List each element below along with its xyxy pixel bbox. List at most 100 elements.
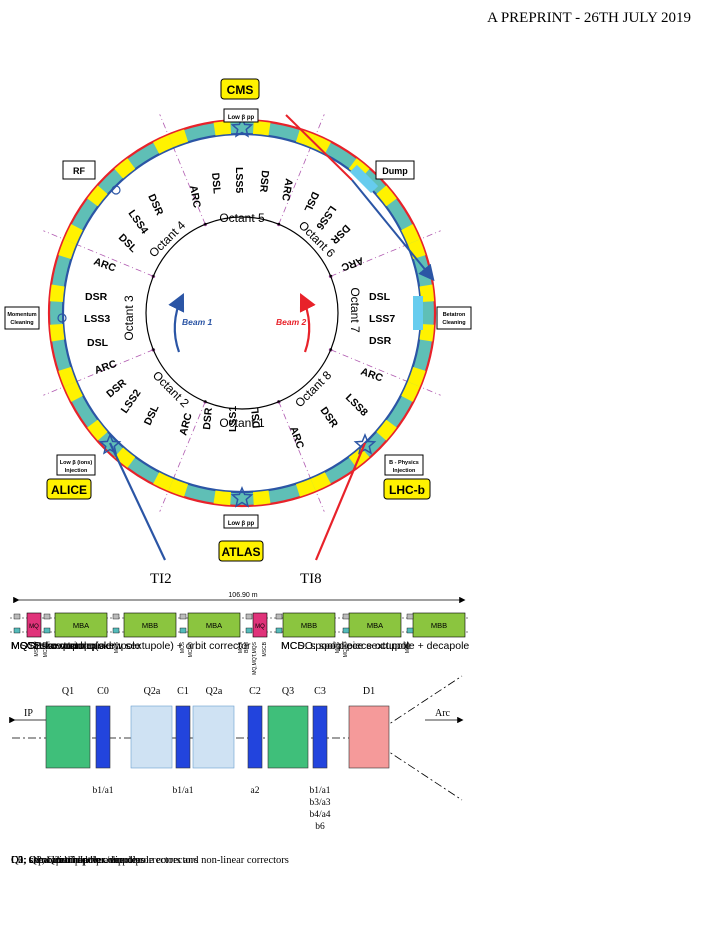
section-dsr: DSR [369,335,392,347]
section-dsl: DSL [116,232,140,256]
momentum-label-2: Cleaning [10,320,33,326]
cell-length: 106.90 m [228,592,257,599]
corrector-block [13,613,21,620]
dipole-magnet [348,612,402,638]
dipole-segment [401,224,420,245]
arc-label: Arc [435,708,451,719]
section-dsr: DSR [201,407,215,431]
cms-label: CMS [227,83,254,97]
triplet-label: C0 [97,686,109,697]
section-dsr: DSR [318,405,341,430]
dipole-segment [64,224,83,245]
dipole-segment [419,323,435,342]
dipole-segment [114,158,136,179]
dipole-segment [213,490,232,506]
legend-line: C3: combined hor./ver. dipole correctors… [11,855,289,866]
betatron-box [436,306,472,330]
corrector-block [245,627,253,634]
magnet-label: MBB [142,621,158,630]
octant-1-label: Octant 1 [219,416,265,430]
section-arc: ARC [177,411,195,436]
corrector-order-label: b6 [315,822,325,832]
magnet-label: MQ [255,624,265,630]
corrector-block [275,613,283,620]
beam1-label: Beam 1 [182,317,213,327]
rf-label: RF [73,166,85,176]
legend-line: D1: separation dipole [11,855,102,866]
triplet-label: C1 [177,686,189,697]
ti2-label: TI2 [150,571,172,587]
magnet-label: MBA [367,621,383,630]
momentum-box [4,306,40,330]
legend-line: MQT: trim quadrupole [11,640,112,652]
corrector-label: MCS [180,641,186,653]
ip-star-icon [98,433,122,455]
octant-4-label: Octant 4 [146,218,188,260]
octant-2-label: Octant 2 [150,368,192,410]
corrector-block [406,613,414,620]
section-lss8: LSS8 [343,392,370,419]
lhcb-label: LHC-b [389,483,425,497]
magnet-label: MQ [29,624,39,630]
triplet-magnet [95,705,111,769]
octant-7-label: Octant 7 [348,287,362,333]
section-dsl: DSL [209,172,223,195]
dipole-segment [49,323,65,342]
ti2-line [109,442,166,561]
section-dsl: DSL [142,403,162,428]
triplet-label: Q2a [206,686,223,697]
section-arc: ARC [187,184,203,209]
dipole-magnet [412,612,466,638]
dipole-segment [376,419,397,441]
magnet-label: MBB [431,621,447,630]
section-dsr: DSR [85,291,108,303]
section-dsr: DSR [104,377,129,401]
dipole-segment [295,478,316,497]
betatron-label-1: Betatron [443,312,466,318]
section-lss3: LSS3 [84,313,110,325]
lowbeta-bottom-box [223,514,259,529]
section-lss4: LSS4 [126,208,151,237]
corrector-block [179,627,187,634]
injection-right-label-1: B - Physics [389,460,419,466]
octant-8-label: Octant 8 [292,368,334,410]
corrector-label: MSCB [34,641,40,656]
corrector-label: MCS [405,641,411,653]
dump-block [349,164,379,194]
dump-line-blue [351,179,435,282]
dipole-magnet [187,612,241,638]
corrector-block [245,613,253,620]
section-arc: ARC [287,425,306,451]
corrector-order-label: b1/a1 [309,786,330,796]
triplet-magnet [267,705,309,769]
mq-magnet [26,612,42,638]
corrector-label: MCDO [188,642,194,657]
triplet-label: Q1 [62,686,74,697]
dipole-segment [153,135,174,154]
dump-label: Dump [382,166,408,176]
betatron-block [413,296,423,330]
corrector-block [342,627,350,634]
octant-labels: Octant 1 Octant 2 Octant 3 Octant 4 Octa… [122,211,362,430]
section-lss7: LSS7 [369,313,395,325]
dipole-magnet [123,612,177,638]
corrector-label: MCDO [343,642,349,657]
corrector-block [179,613,187,620]
triplet-magnet [130,705,173,769]
cleaning-marker [57,313,67,323]
legend-line: C2: skew quadrupole corrector [11,855,141,866]
section-lss1: LSS1 [227,406,239,432]
dipole-segment [87,419,108,441]
ti8-line [314,442,367,561]
triplet-magnet [192,705,235,769]
lowbeta-bottom-label: Low β pp [228,521,255,527]
dipole-segment [58,366,77,387]
legend-line: MCS: spool piece sextupole [281,640,412,652]
dipole-segment [58,239,77,260]
dump-box [375,160,415,180]
triplet-magnet [348,705,390,769]
dipole-segment [168,478,189,497]
triplet-label: Q2a [144,686,161,697]
injection-right-box [384,454,424,476]
triplet-label: C3 [314,686,326,697]
